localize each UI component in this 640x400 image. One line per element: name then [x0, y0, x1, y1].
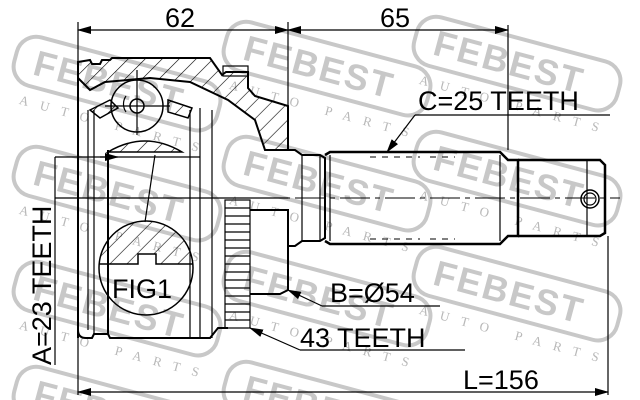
outer-shaft — [250, 149, 620, 247]
dim-outer-body-length: 62 — [165, 3, 195, 33]
abs-ring — [224, 199, 289, 329]
cv-joint-housing — [55, 57, 289, 339]
fig1-detail: FIG1 — [98, 220, 194, 316]
dim-inner-spline: A=23 TEETH — [27, 206, 57, 365]
dim-abs-ring-teeth: 43 TEETH — [300, 323, 426, 353]
dimension-lines — [54, 22, 610, 396]
fig1-label: FIG1 — [112, 274, 172, 304]
dim-shaft-length: 65 — [380, 3, 410, 33]
dim-outer-spline: C=25 TEETH — [418, 86, 579, 116]
dim-abs-ring-diameter: B=Ø54 — [330, 278, 415, 308]
dim-total-length: L=156 — [463, 365, 539, 395]
